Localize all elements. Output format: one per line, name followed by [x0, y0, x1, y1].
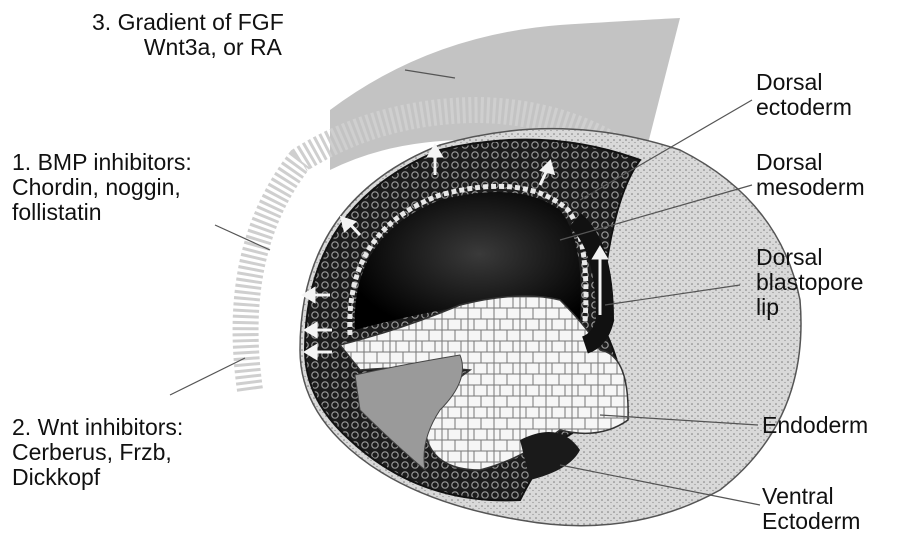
- ventral-ectoderm-line-1: Ventral: [762, 484, 860, 509]
- blastopore-lip-label: Dorsal blastopore lip: [756, 245, 863, 320]
- wnt-label-line-3: Dickkopf: [12, 465, 183, 490]
- endoderm-label: Endoderm: [762, 413, 868, 438]
- wnt-label-line-1: 2. Wnt inhibitors:: [12, 415, 183, 440]
- gradient-label: 3. Gradient of FGF Wnt3a, or RA: [92, 10, 284, 60]
- gradient-label-line-2: Wnt3a, or RA: [92, 35, 284, 60]
- blastopore-lip-line-2: blastopore: [756, 270, 863, 295]
- bmp-label-line-2: Chordin, noggin,: [12, 175, 192, 200]
- dorsal-mesoderm-line-2: mesoderm: [756, 175, 865, 200]
- blastopore-lip-line-3: lip: [756, 295, 863, 320]
- endoderm-line-1: Endoderm: [762, 413, 868, 438]
- bmp-inhibitors-label: 1. BMP inhibitors: Chordin, noggin, foll…: [12, 150, 192, 225]
- dorsal-mesoderm-line-1: Dorsal: [756, 150, 865, 175]
- dorsal-ectoderm-line-1: Dorsal: [756, 70, 852, 95]
- gradient-label-line-1: 3. Gradient of FGF: [92, 10, 284, 35]
- dorsal-ectoderm-line-2: ectoderm: [756, 95, 852, 120]
- wnt-label-line-2: Cerberus, Frzb,: [12, 440, 183, 465]
- bmp-label-line-1: 1. BMP inhibitors:: [12, 150, 192, 175]
- bmp-label-line-3: follistatin: [12, 200, 192, 225]
- wnt-inhibitors-label: 2. Wnt inhibitors: Cerberus, Frzb, Dickk…: [12, 415, 183, 490]
- dorsal-mesoderm-label: Dorsal mesoderm: [756, 150, 865, 200]
- ventral-ectoderm-line-2: Ectoderm: [762, 509, 860, 534]
- ventral-ectoderm-label: Ventral Ectoderm: [762, 484, 860, 534]
- blastopore-lip-line-1: Dorsal: [756, 245, 863, 270]
- dorsal-ectoderm-label: Dorsal ectoderm: [756, 70, 852, 120]
